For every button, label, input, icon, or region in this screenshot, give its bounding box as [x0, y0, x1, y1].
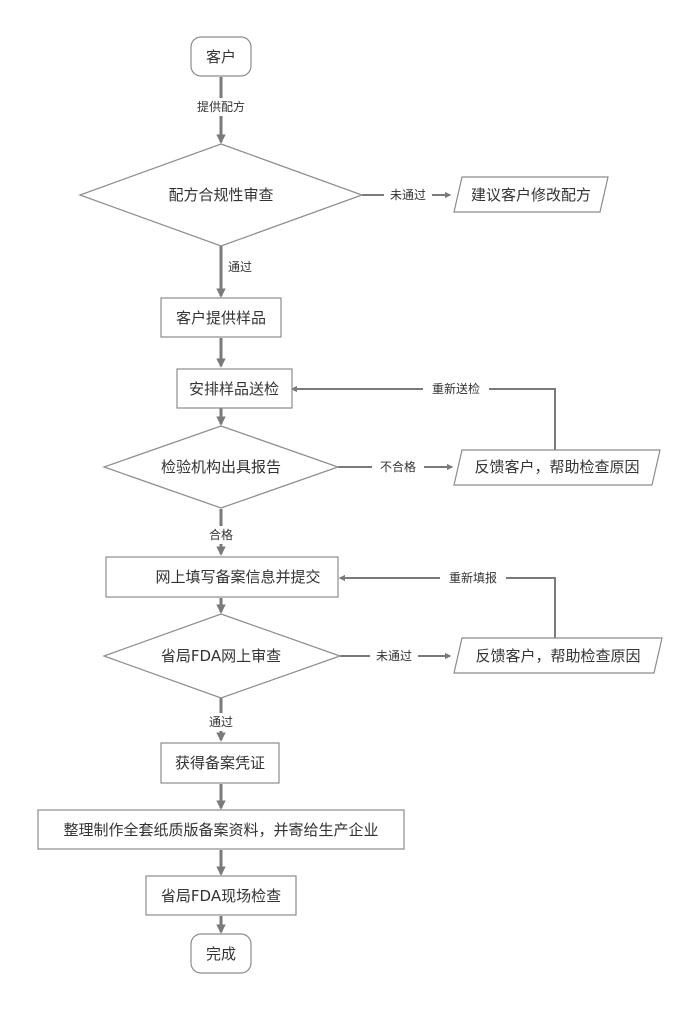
edge-label-resend: 重新送检 [432, 381, 480, 396]
feedback-1-label: 反馈客户，帮助检查原因 [474, 458, 639, 476]
organize-docs-label: 整理制作全套纸质版备案资料，并寄给生产企业 [63, 821, 378, 839]
end-node-label: 完成 [206, 945, 236, 963]
fda-online-review-diamond [102, 613, 342, 699]
get-certificate-label: 获得备案凭证 [175, 754, 265, 772]
edge-label-unqualified: 不合格 [380, 459, 416, 474]
edge-label-refill: 重新填报 [449, 570, 497, 585]
edge-label-not-passed-2: 未通过 [376, 649, 412, 663]
review-formula-diamond [78, 143, 364, 247]
arrange-testing-label: 安排样品送检 [189, 380, 279, 398]
edge-label-not-passed-1: 未通过 [390, 188, 426, 202]
lab-report-diamond [102, 425, 340, 509]
feedback-2-node [453, 637, 663, 674]
edge-label-passed-1: 通过 [228, 260, 252, 274]
edge-feedback2-refill [338, 574, 556, 638]
edge-label-qualified: 合格 [209, 527, 233, 542]
arrange-testing-node [176, 368, 293, 409]
edge-feedback1-resend [290, 385, 556, 450]
start-node [190, 36, 252, 77]
fda-onsite-node [145, 875, 297, 916]
organize-docs-node [37, 809, 405, 850]
fill-online-node [105, 556, 339, 598]
provide-samples-label: 客户提供样品 [176, 309, 266, 327]
edge-label-provide-formula: 提供配方 [197, 99, 245, 114]
fda-onsite-label: 省局FDA现场检查 [161, 887, 281, 905]
edge-label-passed-2: 通过 [209, 715, 233, 729]
end-node [190, 933, 252, 974]
lab-report-label: 检验机构出具报告 [161, 458, 281, 476]
feedback-2-label: 反馈客户，帮助检查原因 [475, 647, 640, 665]
suggest-modify-node [453, 176, 609, 213]
review-formula-label: 配方合规性审查 [168, 186, 273, 204]
get-certificate-node [160, 742, 280, 784]
suggest-modify-label: 建议客户修改配方 [471, 186, 591, 204]
fill-online-label: 网上填写备案信息并提交 [155, 568, 320, 586]
fda-online-review-label: 省局FDA网上审查 [161, 647, 281, 665]
start-node-label: 客户 [206, 48, 236, 66]
feedback-1-node [453, 449, 661, 486]
provide-samples-node [160, 297, 282, 338]
